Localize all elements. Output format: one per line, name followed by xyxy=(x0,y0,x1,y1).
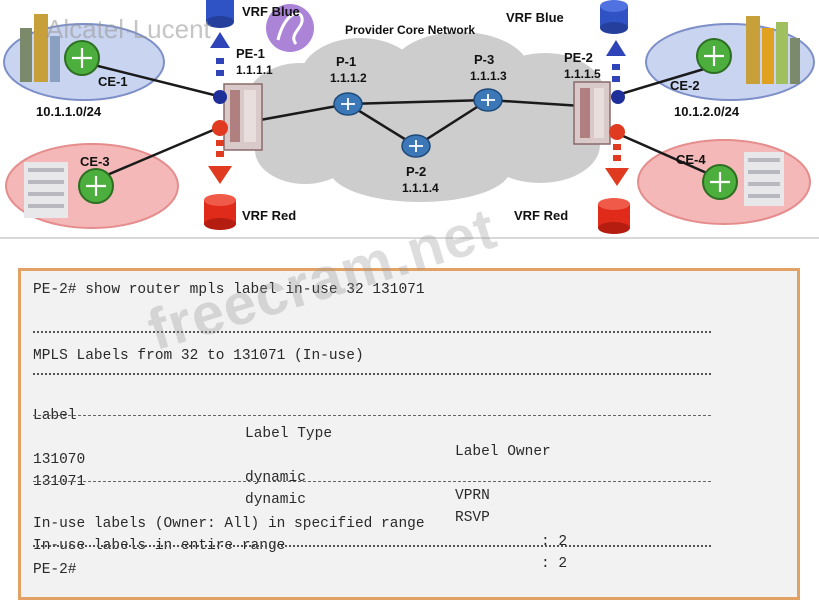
cli-prompt: PE-2# xyxy=(33,562,77,578)
separator-double xyxy=(33,373,711,375)
pe2-router-chassis xyxy=(573,81,611,145)
provider-core-cloud xyxy=(245,32,605,202)
row-label-owner: RSVP xyxy=(455,510,490,526)
table-header-row: Label Label Type Label Owner xyxy=(21,389,797,479)
pe1-router-chassis xyxy=(223,83,263,151)
cli-output-title: MPLS Labels from 32 to 131071 (In-use) xyxy=(33,348,364,364)
pe2-red-dash-2 xyxy=(613,155,621,161)
pe2-blue-dash-2 xyxy=(612,76,620,82)
pe1-blue-dash xyxy=(216,58,224,64)
header-label: Label xyxy=(33,408,77,424)
ce2-router-icon xyxy=(696,38,732,74)
p2-name-label: P-2 xyxy=(406,164,426,179)
ce3-name-label: CE-3 xyxy=(80,154,110,169)
pe1-ip-label: 1.1.1.1 xyxy=(236,63,273,77)
separator-double xyxy=(33,545,711,547)
row-label: 131070 xyxy=(33,452,86,468)
vrf-blue-right-label: VRF Blue xyxy=(506,10,564,25)
ce1-buildings-icon xyxy=(20,14,60,82)
separator-dashed xyxy=(33,415,711,416)
row-label-owner: VPRN xyxy=(455,488,490,504)
core-network-label: Provider Core Network xyxy=(345,23,475,37)
ce2-buildings-icon xyxy=(746,16,800,84)
vrf-blue-right-database-icon xyxy=(600,0,628,34)
ce4-router-icon xyxy=(702,164,738,200)
ce4-building-icon xyxy=(744,152,784,206)
separator-double xyxy=(33,331,711,333)
pe1-red-dash xyxy=(216,140,224,146)
ce1-subnet-label: 10.1.1.0/24 xyxy=(36,104,102,119)
section-divider xyxy=(0,237,819,239)
ce1-router-icon xyxy=(64,40,100,76)
header-label-owner: Label Owner xyxy=(455,444,551,460)
pe2-ip-label: 1.1.1.5 xyxy=(564,67,601,81)
pe2-blue-arrow-up-icon xyxy=(606,40,626,56)
p3-router-icon xyxy=(473,88,503,112)
ce4-name-label: CE-4 xyxy=(676,152,706,167)
cli-output-panel: PE-2# show router mpls label in-use 32 1… xyxy=(18,268,800,600)
pe2-vrf-blue-dot xyxy=(611,90,625,104)
ce3-router-icon xyxy=(78,168,114,204)
pe1-red-arrow-down-icon xyxy=(208,166,232,184)
vrf-red-right-label: VRF Red xyxy=(514,208,568,223)
network-diagram: Provider Core Network VRF Blue VRF Blue … xyxy=(3,0,815,234)
vrf-red-left-label: VRF Red xyxy=(242,208,296,223)
pe1-blue-arrow-up-icon xyxy=(210,32,230,48)
cli-command-line: PE-2# show router mpls label in-use 32 1… xyxy=(33,282,425,298)
summary-value: : 2 xyxy=(541,556,568,572)
pe2-name-label: PE-2 xyxy=(564,50,593,65)
row-label: 131071 xyxy=(33,474,86,490)
pe1-red-dash-2 xyxy=(216,151,224,157)
vrf-blue-left-label: VRF Blue xyxy=(242,4,300,19)
summary-row: In-use labels in entire range : 2 xyxy=(21,519,797,591)
ce2-name-label: CE-2 xyxy=(670,78,700,93)
pe1-name-label: PE-1 xyxy=(236,46,265,61)
p1-ip-label: 1.1.1.2 xyxy=(330,71,367,85)
header-label-type: Label Type xyxy=(245,426,333,442)
pe1-blue-dash-2 xyxy=(216,70,224,76)
ce1-name-label: CE-1 xyxy=(98,74,128,89)
p3-ip-label: 1.1.1.3 xyxy=(470,69,507,83)
ce2-subnet-label: 10.1.2.0/24 xyxy=(674,104,740,119)
pe2-red-dash xyxy=(613,144,621,150)
pe1-vrf-blue-dot xyxy=(213,90,227,104)
pe2-vrf-red-dot xyxy=(609,124,625,140)
pe2-red-arrow-down-icon xyxy=(605,168,629,186)
vrf-red-right-database-icon xyxy=(598,198,630,234)
vrf-red-left-database-icon xyxy=(204,194,236,230)
alcatel-lucent-logo-icon xyxy=(266,4,314,52)
row-label-type: dynamic xyxy=(245,492,306,508)
vrf-blue-left-database-icon xyxy=(206,0,234,28)
ce3-building-icon xyxy=(24,162,68,218)
row-label-type: dynamic xyxy=(245,470,306,486)
alcatel-lucent-logo-text: Alcatel·Lucent xyxy=(46,14,211,44)
table-row: 131071 dynamic RSVP xyxy=(21,455,797,545)
table-row: 131070 dynamic VPRN xyxy=(21,433,797,523)
pe2-blue-dash xyxy=(612,64,620,70)
separator-dashed xyxy=(33,481,711,482)
p2-ip-label: 1.1.1.4 xyxy=(402,181,439,195)
p2-router-icon xyxy=(401,134,431,158)
summary-row: In-use labels (Owner: All) in specified … xyxy=(21,497,797,569)
p1-name-label: P-1 xyxy=(336,54,356,69)
summary-label: In-use labels (Owner: All) in specified … xyxy=(33,516,425,532)
p1-router-icon xyxy=(333,92,363,116)
p3-name-label: P-3 xyxy=(474,52,494,67)
pe1-vrf-red-dot xyxy=(212,120,228,136)
summary-value: : 2 xyxy=(541,534,568,550)
